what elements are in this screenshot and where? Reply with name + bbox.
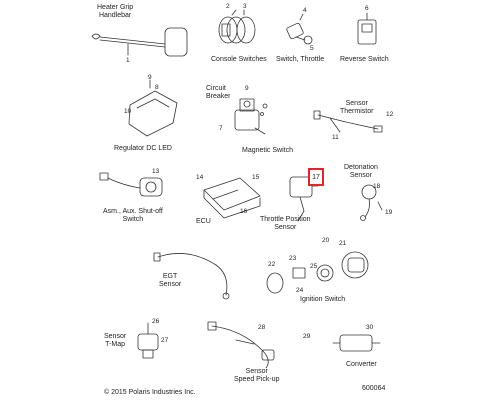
figure-id: 600064 [362,385,386,392]
callout-6: 6 [365,5,369,12]
callout-7: 7 [219,125,223,132]
throttle-position-sensor-drawing [289,176,319,222]
callout-12: 12 [386,111,394,118]
aux-shutoff-drawing [99,172,163,197]
egt-sensor-drawing [153,252,230,300]
callout-5: 5 [310,45,314,52]
label-ecu: ECU [196,218,211,225]
callout-29: 29 [303,333,311,340]
label-converter: Converter [346,361,377,368]
regulator-drawing [128,79,178,137]
ecu-drawing [203,177,261,219]
console-switches-drawing [218,9,256,44]
callout-11: 11 [332,134,339,141]
callout-regulator-8: 8 [155,84,159,91]
callout-27: 27 [161,337,169,344]
reverse-switch-drawing [357,12,377,45]
callout-19: 19 [385,209,393,216]
callout-regulator-9: 9 [148,74,152,81]
callout-23: 23 [289,255,297,262]
callout-13: 13 [152,168,160,175]
callout-9: 9 [245,85,249,92]
callout-regulator-10: 10 [124,108,132,115]
sensor-thermistor-drawing [313,110,383,133]
callout-1: 1 [126,57,130,64]
callout-21: 21 [339,240,347,247]
callout-30: 30 [366,324,374,331]
label-reverse-switch: Reverse Switch [340,56,389,63]
magnetic-switch-drawing [234,98,268,135]
speed-pickup-drawing [207,321,275,369]
callout-16: 16 [240,208,248,215]
switch-throttle-drawing [286,13,313,45]
label-magnetic-switch: Magnetic Switch [242,147,293,154]
callout-15: 15 [252,174,260,181]
label-regulator: Regulator DC LED [114,145,172,152]
callout-3: 3 [243,3,247,10]
callout-14: 14 [196,174,204,181]
callout-4: 4 [303,7,307,14]
callout-26: 26 [152,318,160,325]
heater-grip-drawing [91,27,188,57]
callout-18: 18 [373,183,381,190]
callout-28: 28 [258,324,266,331]
callout-22: 22 [268,261,276,268]
ignition-switch-drawing [266,251,369,294]
callout-24: 24 [296,287,304,294]
sensor-tmap-drawing [137,322,159,359]
label-console-switches: Console Switches [211,56,267,63]
converter-drawing [332,334,381,352]
callout-17-highlight[interactable]: 17 [308,168,324,186]
callout-25: 25 [310,263,318,270]
callout-2: 2 [226,3,230,10]
detonation-sensor-drawing [360,184,383,221]
callout-20: 20 [322,237,330,244]
label-switch-throttle: Switch, Throttle [276,56,325,63]
copyright: © 2015 Polaris Industries Inc. [104,389,196,396]
label-ignition-switch: Ignition Switch [300,296,346,303]
